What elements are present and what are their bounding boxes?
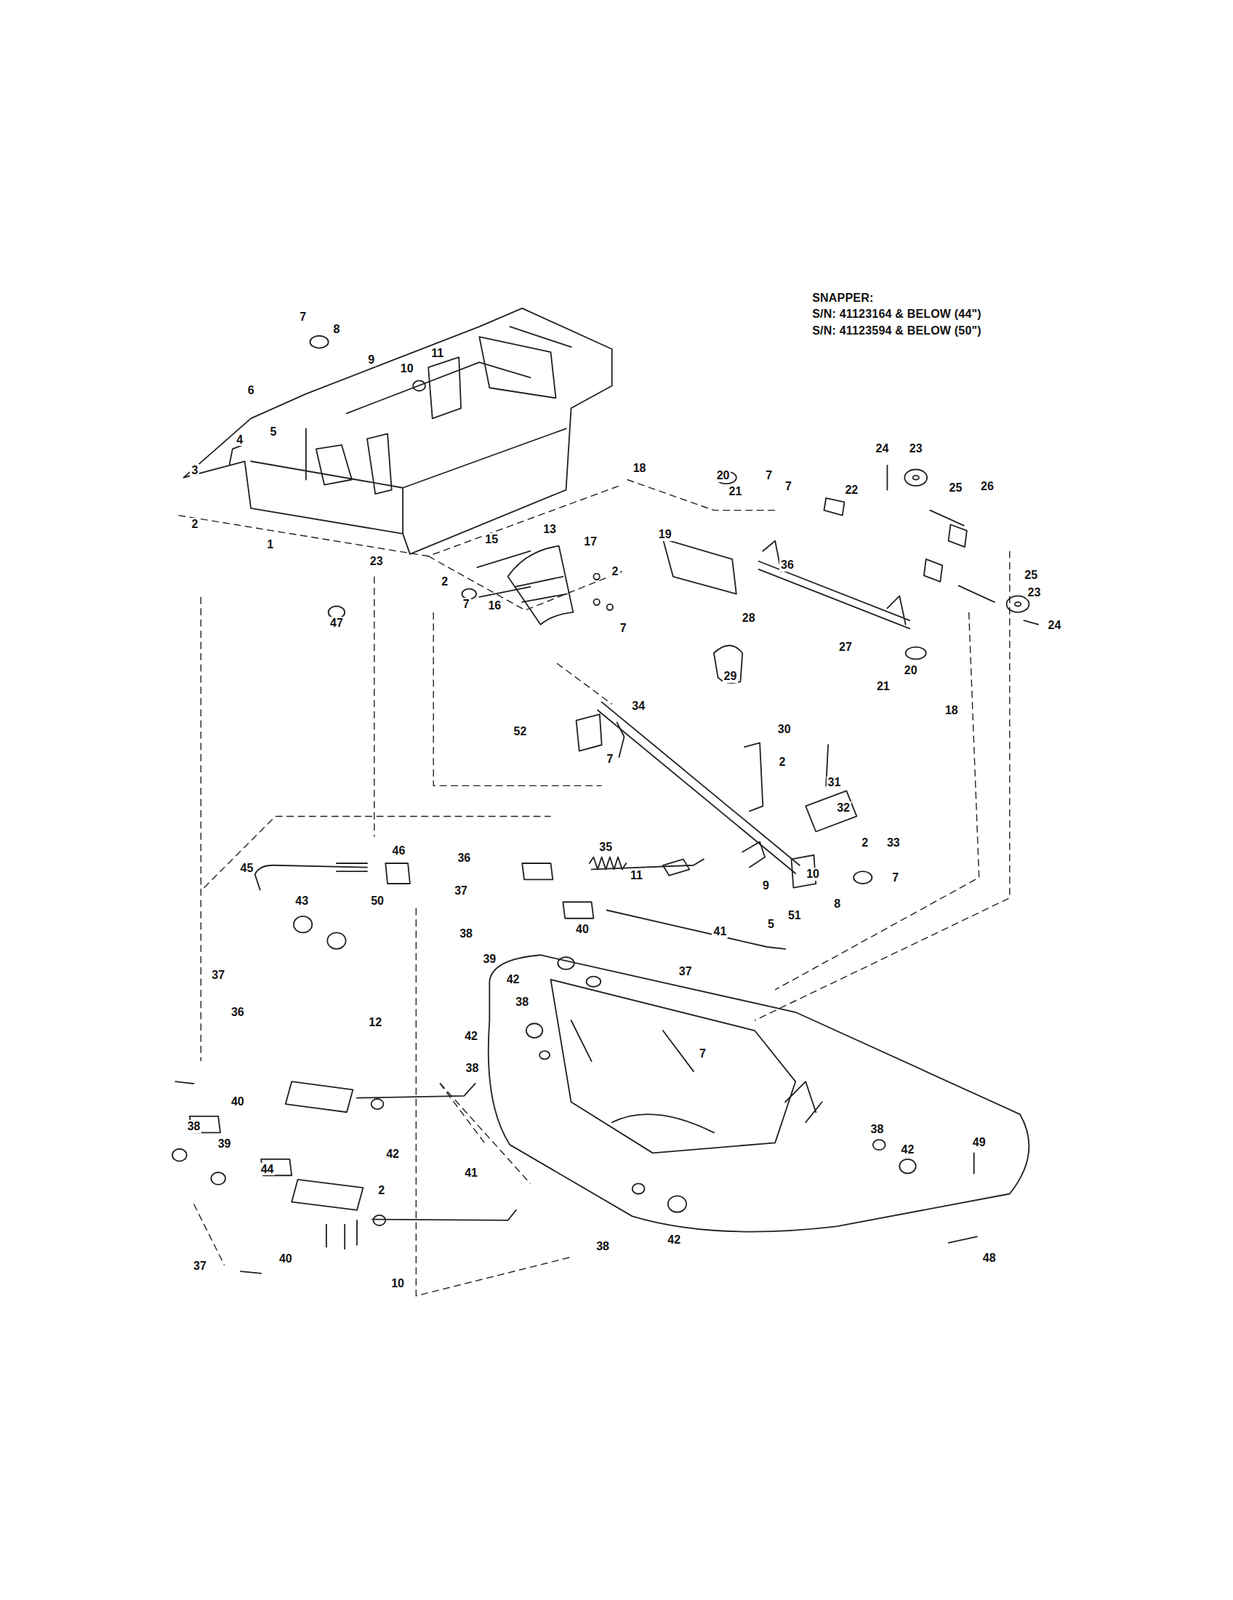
callout-number: 34 [630,699,647,713]
callout-number: 42 [900,1142,917,1156]
callout-number: 7 [783,479,794,493]
callout-number: 41 [463,1166,480,1180]
callout-number: 43 [293,894,310,908]
callout-number: 18 [631,461,648,475]
callout-number: 37 [210,968,227,982]
callout-number: 16 [486,599,503,613]
callout-number: 15 [483,532,500,546]
callout-number: 36 [779,558,796,572]
callout-number: 32 [835,801,852,815]
callout-number: 38 [458,926,475,941]
callout-number: 47 [328,616,345,630]
callout-number: 4 [234,433,245,447]
callout-number: 38 [186,1119,203,1133]
callout-number: 28 [740,611,757,625]
callout-number: 10 [399,362,416,376]
callout-number: 21 [875,679,892,693]
callout-number: 2 [376,1183,387,1197]
header-text: SNAPPER: [810,291,875,305]
callout-number: 42 [463,1029,480,1043]
callout-number: 11 [628,868,645,882]
callout-number: 36 [229,1005,246,1019]
callout-number: 40 [277,1251,294,1265]
callout-number: 29 [722,669,739,683]
callout-number: 8 [832,897,842,911]
callout-number: 40 [574,922,591,936]
callout-number: 2 [609,564,620,578]
callout-number: 2 [777,755,788,769]
header-text: S/N: 41123164 & BELOW (44") [810,307,983,321]
callout-number: 41 [711,924,728,938]
callout-number: 33 [885,836,902,850]
callout-number: 39 [481,952,498,966]
callout-number: 21 [727,484,744,498]
callout-number: 2 [860,836,870,850]
callout-number: 36 [455,851,472,865]
callout-number: 25 [1022,568,1039,582]
callout-number: 37 [677,964,694,978]
callout-number: 13 [541,522,558,536]
callout-number: 42 [505,972,522,986]
callout-number: 38 [869,1122,886,1136]
callout-number: 50 [369,894,386,908]
callout-number: 7 [697,1046,708,1060]
callout-number: 10 [389,1276,406,1290]
callout-number: 9 [761,878,771,893]
callout-number: 7 [604,752,615,766]
callout-number: 19 [657,527,674,541]
callout-number: 8 [331,322,341,336]
callout-number: 46 [391,844,408,858]
callout-number: 10 [804,867,821,881]
callout-number: 51 [786,908,803,922]
callout-number: 38 [464,1061,481,1075]
callout-number: 38 [513,995,530,1009]
callout-number: 38 [594,1239,611,1253]
callout-number: 23 [908,442,925,456]
callout-number: 24 [1046,618,1063,632]
callout-number: 31 [826,775,843,789]
callout-number: 7 [618,621,629,635]
callout-number: 25 [948,481,965,495]
callout-number: 23 [368,554,385,568]
callout-number: 20 [715,468,732,483]
callout-number: 1 [265,537,275,552]
callout-number: 42 [384,1147,401,1161]
callout-number: 24 [874,442,891,456]
callout-number: 6 [246,383,256,397]
callout-number: 17 [582,535,599,549]
callout-number: 20 [902,663,919,677]
callout-number: 7 [890,870,901,885]
callout-number: 7 [298,310,308,324]
callout-number: 2 [189,517,200,531]
callout-number: 7 [461,597,472,611]
callout-number: 45 [239,861,256,875]
callout-number: 9 [366,353,376,367]
callout-number: 5 [268,425,279,439]
callout-number: 30 [776,722,793,736]
callout-number: 40 [229,1094,246,1108]
header-text: S/N: 41123594 & BELOW (50") [810,324,983,338]
callout-number: 52 [512,724,529,738]
callout-number: 37 [191,1259,208,1273]
callout-number: 18 [943,703,960,717]
callout-number: 11 [429,346,445,360]
callout-number: 5 [766,917,776,931]
callout-number: 37 [452,884,469,898]
callout-number: 42 [665,1233,682,1247]
callout-number: 23 [1026,585,1043,600]
callout-number: 39 [216,1137,233,1151]
callout-number: 22 [843,483,860,497]
callout-number: 27 [837,640,854,654]
callout-number: 12 [367,1015,384,1029]
callout-number: 2 [439,575,450,589]
callout-number: 35 [597,840,614,854]
callout-number: 3 [189,463,200,477]
callout-number: 48 [981,1251,998,1265]
callout-number: 26 [979,479,996,493]
callout-number: 49 [971,1135,988,1149]
callout-number: 7 [764,468,774,483]
callout-number: 44 [259,1162,276,1176]
